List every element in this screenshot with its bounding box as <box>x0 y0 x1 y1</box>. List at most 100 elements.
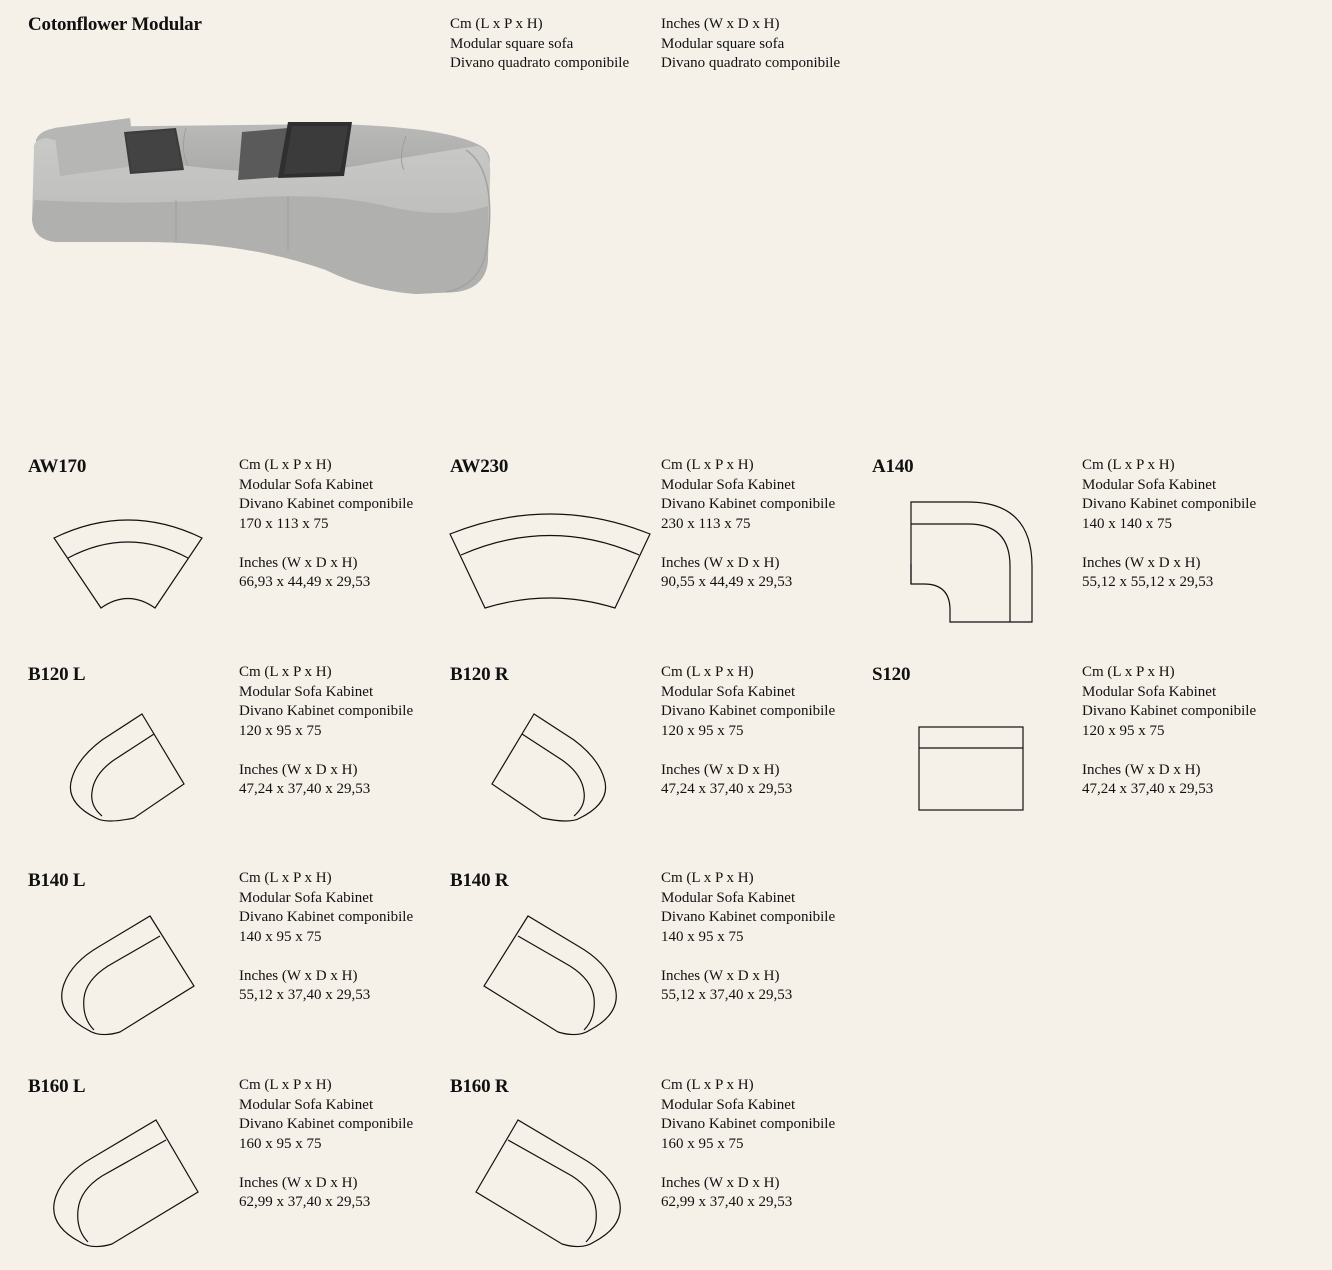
spec-line: Inches (W x D x H) <box>661 554 780 571</box>
spec-line: Modular Sofa Kabinet <box>661 1096 796 1113</box>
spec-line: Cm (L x P x H) <box>661 870 754 886</box>
header-cm-line: Divano quadrato componibile <box>450 55 630 71</box>
spec-line: 62,99 x 37,40 x 29,53 <box>239 1194 371 1210</box>
spec-line: Inches (W x D x H) <box>1082 554 1201 571</box>
spec-line: Cm (L x P x H) <box>661 664 754 680</box>
spec-line: Inches (W x D x H) <box>239 554 358 571</box>
module-spec: Cm (L x P x H) Modular Sofa Kabinet Diva… <box>239 456 413 593</box>
spec-line: Inches (W x D x H) <box>661 967 780 984</box>
spec-line: 140 x 140 x 75 <box>1082 515 1172 532</box>
header-cm-line: Cm (L x P x H) <box>450 16 543 32</box>
spec-line: Cm (L x P x H) <box>1082 457 1175 473</box>
module-spec: Cm (L x P x H) Modular Sofa Kabinet Diva… <box>239 1076 413 1213</box>
header-spec-cm: Cm (L x P x H) Modular square sofa Divan… <box>450 15 629 74</box>
a140-diagram <box>910 501 1033 623</box>
spec-line: Modular Sofa Kabinet <box>1082 476 1217 493</box>
aw170-diagram <box>53 519 203 609</box>
b160-l-diagram <box>53 1119 199 1248</box>
module-spec: Cm (L x P x H) Modular Sofa Kabinet Diva… <box>239 663 413 800</box>
spec-line: Divano Kabinet componibile <box>661 1116 836 1132</box>
spec-line: 120 x 95 x 75 <box>661 722 744 739</box>
module-spec: Cm (L x P x H) Modular Sofa Kabinet Diva… <box>661 663 835 800</box>
spec-line: Cm (L x P x H) <box>239 1077 332 1093</box>
spec-line: 55,12 x 55,12 x 29,53 <box>1082 574 1214 590</box>
header-inches-line: Divano quadrato componibile <box>661 55 841 71</box>
spec-line: Modular Sofa Kabinet <box>239 1096 374 1113</box>
spec-line: Divano Kabinet componibile <box>239 496 414 512</box>
header-inches-line: Inches (W x D x H) <box>661 16 780 32</box>
module-spec: Cm (L x P x H) Modular Sofa Kabinet Diva… <box>661 1076 835 1213</box>
spec-line: Modular Sofa Kabinet <box>661 683 796 700</box>
s120-diagram <box>918 726 1024 811</box>
spec-line: 120 x 95 x 75 <box>1082 722 1165 739</box>
module-code: B160 R <box>450 1076 509 1097</box>
spec-line: Divano Kabinet componibile <box>661 909 836 925</box>
spec-line: 62,99 x 37,40 x 29,53 <box>661 1194 793 1210</box>
module-code: B140 L <box>28 870 86 891</box>
spec-line <box>661 1154 835 1174</box>
spec-line: Divano Kabinet componibile <box>239 1116 414 1132</box>
module-spec: Cm (L x P x H) Modular Sofa Kabinet Diva… <box>239 869 413 1006</box>
spec-line: Cm (L x P x H) <box>239 457 332 473</box>
spec-line: Inches (W x D x H) <box>239 761 358 778</box>
spec-line: 90,55 x 44,49 x 29,53 <box>661 574 793 590</box>
spec-line <box>1082 534 1256 554</box>
module-code: B140 R <box>450 870 509 891</box>
spec-line <box>239 534 413 554</box>
spec-line: 160 x 95 x 75 <box>239 1135 322 1152</box>
spec-line: Modular Sofa Kabinet <box>661 889 796 906</box>
spec-line <box>661 741 835 761</box>
spec-line: 120 x 95 x 75 <box>239 722 322 739</box>
spec-line: Cm (L x P x H) <box>661 457 754 473</box>
spec-line: 140 x 95 x 75 <box>661 928 744 945</box>
module-spec: Cm (L x P x H) Modular Sofa Kabinet Diva… <box>1082 456 1256 593</box>
b120-l-diagram <box>69 713 185 822</box>
page-title: Cotonflower Modular <box>28 14 202 35</box>
aw230-diagram <box>449 513 651 609</box>
module-code: B120 L <box>28 664 86 685</box>
spec-line: Modular Sofa Kabinet <box>661 476 796 493</box>
spec-line: Inches (W x D x H) <box>239 1174 358 1191</box>
spec-line: Modular Sofa Kabinet <box>239 476 374 493</box>
b140-r-diagram <box>483 915 617 1036</box>
spec-line <box>239 741 413 761</box>
module-spec: Cm (L x P x H) Modular Sofa Kabinet Diva… <box>661 869 835 1006</box>
header-spec-inches: Inches (W x D x H) Modular square sofa D… <box>661 15 840 74</box>
sofa-photo <box>32 118 491 294</box>
spec-line: Cm (L x P x H) <box>661 1077 754 1093</box>
spec-line: 47,24 x 37,40 x 29,53 <box>239 781 371 797</box>
spec-line: Inches (W x D x H) <box>661 761 780 778</box>
b140-l-diagram <box>61 915 195 1036</box>
b120-r-diagram <box>491 713 607 822</box>
spec-line: Divano Kabinet componibile <box>661 496 836 512</box>
spec-line: 47,24 x 37,40 x 29,53 <box>661 781 793 797</box>
spec-line: 140 x 95 x 75 <box>239 928 322 945</box>
spec-line: Divano Kabinet componibile <box>1082 496 1257 512</box>
spec-line <box>239 947 413 967</box>
spec-line: 66,93 x 44,49 x 29,53 <box>239 574 371 590</box>
module-spec: Cm (L x P x H) Modular Sofa Kabinet Diva… <box>1082 663 1256 800</box>
spec-line: Cm (L x P x H) <box>1082 664 1175 680</box>
spec-line: Cm (L x P x H) <box>239 870 332 886</box>
module-code: AW230 <box>450 456 509 477</box>
spec-line: Divano Kabinet componibile <box>661 703 836 719</box>
header-cm-line: Modular square sofa <box>450 35 574 52</box>
spec-line: Modular Sofa Kabinet <box>1082 683 1217 700</box>
module-code: B160 L <box>28 1076 86 1097</box>
spec-line: 55,12 x 37,40 x 29,53 <box>239 987 371 1003</box>
spec-line: 55,12 x 37,40 x 29,53 <box>661 987 793 1003</box>
spec-line: Modular Sofa Kabinet <box>239 889 374 906</box>
module-code: B120 R <box>450 664 509 685</box>
module-code: AW170 <box>28 456 87 477</box>
spec-line <box>661 534 835 554</box>
spec-line <box>661 947 835 967</box>
spec-line <box>1082 741 1256 761</box>
module-spec: Cm (L x P x H) Modular Sofa Kabinet Diva… <box>661 456 835 593</box>
module-code: A140 <box>872 456 914 477</box>
header-inches-line: Modular square sofa <box>661 35 785 52</box>
spec-line: 230 x 113 x 75 <box>661 515 751 532</box>
spec-line: 170 x 113 x 75 <box>239 515 329 532</box>
spec-line: Divano Kabinet componibile <box>239 703 414 719</box>
spec-line: Inches (W x D x H) <box>239 967 358 984</box>
spec-line: Cm (L x P x H) <box>239 664 332 680</box>
